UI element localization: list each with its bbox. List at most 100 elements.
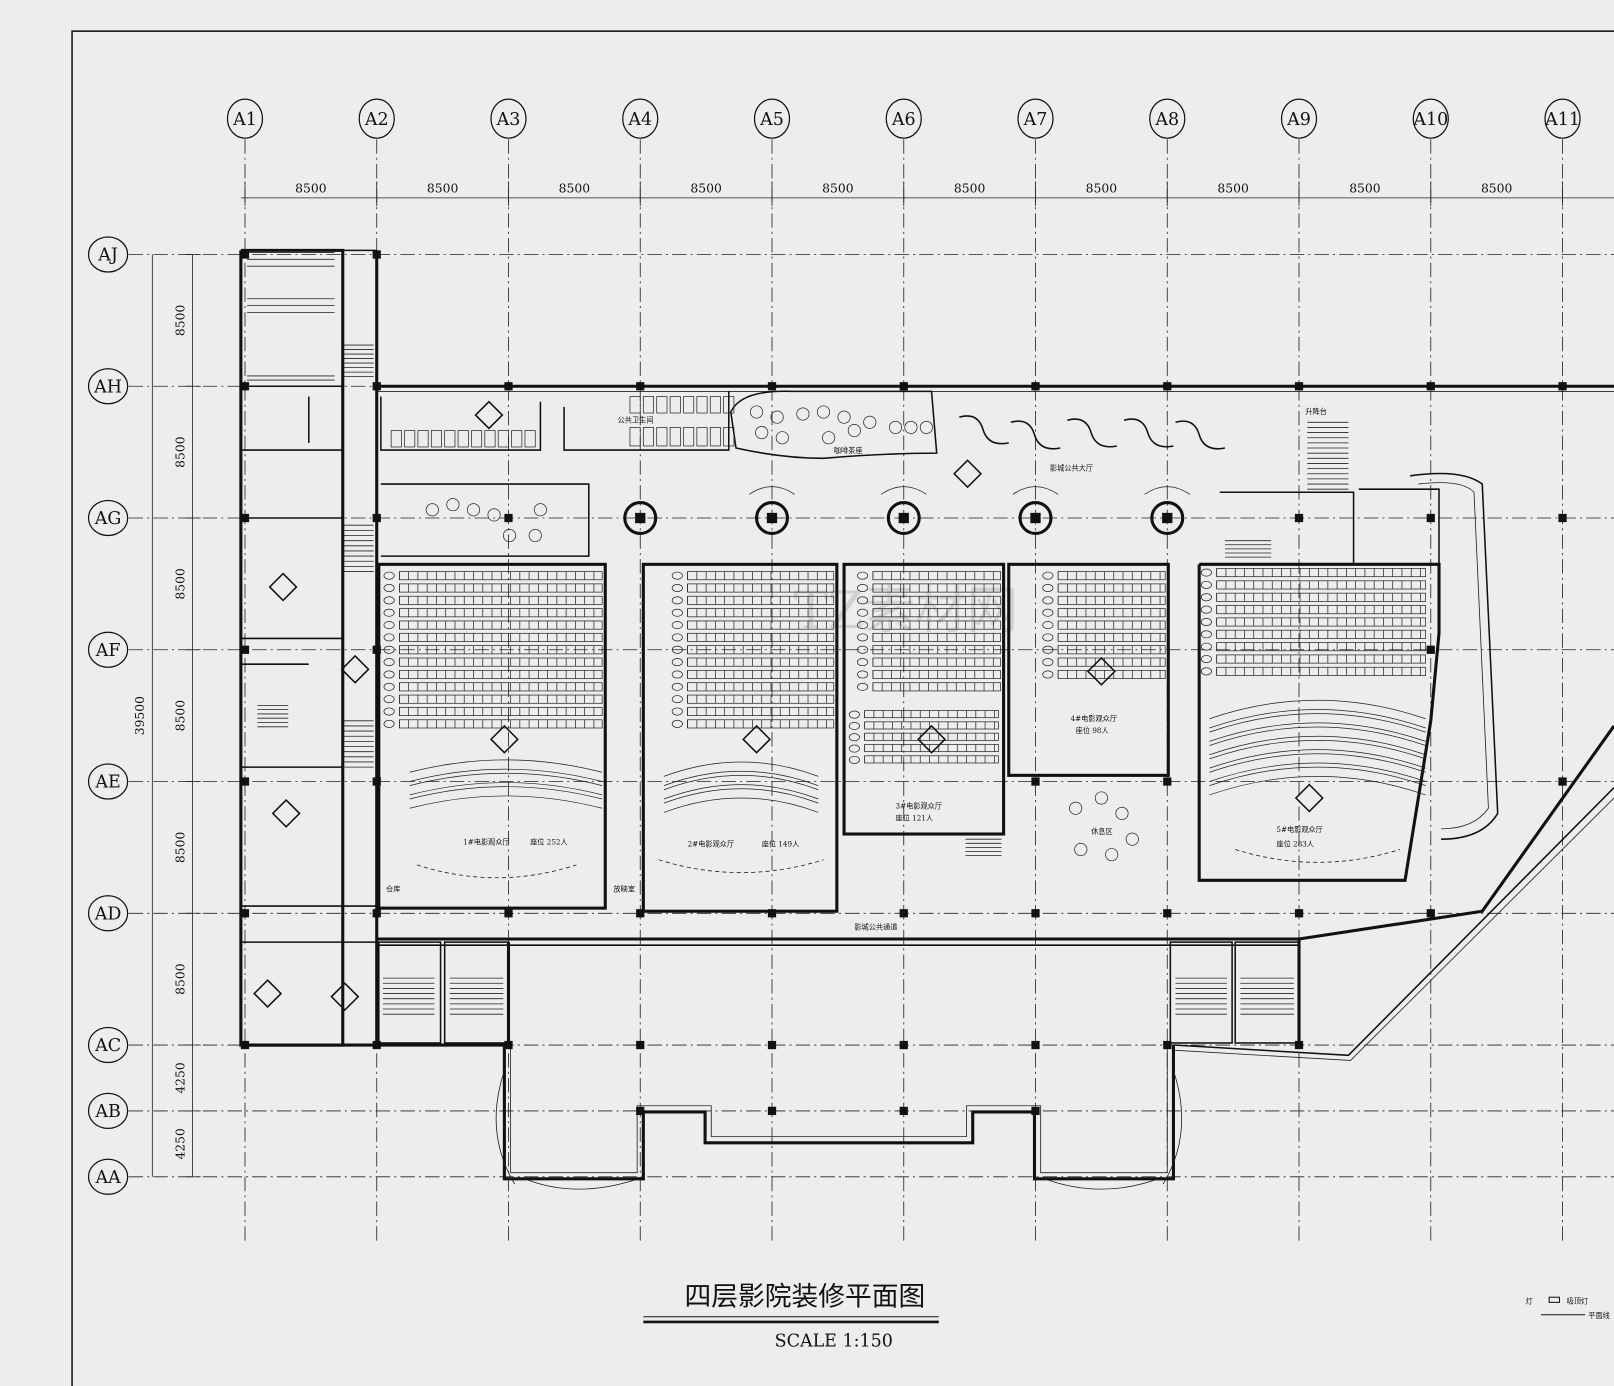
restroom-label: 公共卫生间 — [618, 415, 654, 424]
seat-row — [1216, 568, 1426, 578]
curved-seat-row — [409, 795, 603, 809]
structural-column — [504, 513, 513, 523]
axis-bubble-A9 — [1280, 98, 1318, 139]
drawing-title: 四层影院装修平面图 — [685, 1281, 926, 1312]
row-number-marker — [383, 633, 395, 642]
row-number-marker — [1200, 580, 1212, 589]
axis-label-AG: AG — [94, 509, 122, 529]
seat-row — [399, 669, 603, 679]
lounge-chair — [904, 420, 918, 434]
axis-label-AF: AF — [95, 641, 121, 661]
lounge-chair — [1074, 842, 1088, 856]
row-dim: 8500 — [173, 963, 187, 995]
seat-row — [687, 682, 835, 692]
toilet-stall — [390, 430, 402, 448]
structural-column — [372, 777, 381, 786]
seat-row — [872, 571, 1001, 581]
curved-seat-row — [1209, 722, 1426, 742]
structural-column — [636, 1106, 645, 1116]
row-number-marker — [671, 645, 683, 654]
axis-bubble-AD — [87, 895, 129, 932]
projection-label: 放映室 — [613, 885, 635, 894]
row-number-marker — [671, 608, 683, 617]
structural-column — [1558, 513, 1567, 523]
axis-bubble-A11 — [1544, 98, 1581, 139]
hall-5-seats: 座位 283人 — [1276, 839, 1314, 848]
structural-column — [767, 1040, 777, 1050]
curved-seat-row — [409, 772, 603, 786]
toilet-stall — [484, 430, 496, 448]
seat-row — [399, 682, 603, 692]
screen-line — [658, 859, 824, 874]
lounge-chair — [1115, 806, 1129, 820]
lift-label: 升降台 — [1305, 407, 1327, 416]
row-number-marker — [1042, 658, 1054, 667]
seat-row — [399, 583, 603, 593]
round-column — [755, 501, 789, 535]
axis-label-AB: AB — [94, 1102, 120, 1122]
axis-bubble-A4 — [622, 98, 659, 139]
curved-seat-row — [1209, 740, 1426, 760]
lounge-chair — [919, 420, 933, 434]
axis-bubble-AC — [87, 1026, 129, 1064]
structural-column — [1426, 513, 1435, 523]
ceiling-light-icon — [474, 400, 504, 430]
row-number-marker — [671, 695, 683, 704]
axis-label-A5: A5 — [759, 110, 784, 130]
structural-column — [899, 1040, 908, 1050]
structural-column — [1558, 382, 1567, 391]
row-number-marker — [857, 658, 869, 667]
row-number-marker — [848, 721, 860, 730]
axis-bubble-A3 — [490, 98, 527, 139]
toilet-stall — [430, 430, 442, 448]
structural-column — [1163, 909, 1172, 918]
toilet-stall — [656, 427, 668, 447]
row-number-marker — [671, 584, 683, 592]
lounge-chair — [1105, 848, 1119, 862]
axis-label-A11: A11 — [1544, 110, 1580, 130]
ceiling-light-icon — [1086, 656, 1116, 686]
axis-bubble-A1 — [226, 98, 264, 139]
structural-column — [240, 645, 250, 654]
axis-grid: A18500A28500A38500A48500A58500A68500A785… — [87, 98, 1614, 1241]
curved-seat-row — [1209, 709, 1426, 729]
row-number-marker — [671, 633, 683, 642]
seat-row — [1216, 666, 1426, 676]
toilet-stall — [404, 430, 416, 448]
structural-column — [899, 382, 908, 391]
round-column — [886, 501, 921, 535]
structural-column — [1426, 382, 1435, 391]
axis-label-A8: A8 — [1154, 110, 1179, 130]
curved-seat-row — [409, 782, 603, 796]
lounge-chair — [816, 405, 831, 419]
axis-bubble-A10 — [1412, 98, 1449, 139]
axis-label-AA: AA — [94, 1168, 121, 1188]
axis-bubble-AA — [87, 1158, 129, 1195]
column-dim: 8500 — [954, 182, 986, 196]
round-column — [623, 501, 658, 535]
seat-row — [872, 669, 1001, 679]
structural-column — [899, 909, 908, 918]
legend-item-1: 吸顶灯 — [1567, 1296, 1589, 1305]
row-number-marker — [383, 596, 395, 605]
toilet-stall — [723, 427, 735, 447]
structural-column — [1426, 645, 1435, 654]
structural-column — [1031, 382, 1040, 391]
lounge-chair — [446, 498, 460, 512]
round-column-core — [635, 512, 646, 524]
structural-column — [1031, 1040, 1040, 1050]
seat-row — [1057, 583, 1166, 593]
seat-row — [1216, 629, 1426, 639]
row-number-marker — [671, 670, 683, 679]
row-number-marker — [857, 670, 869, 679]
seat-row — [1216, 605, 1426, 615]
toilet-stall — [669, 427, 681, 447]
toilet-stall — [669, 396, 681, 414]
structural-column — [372, 382, 381, 391]
row-dim: 8500 — [173, 568, 187, 600]
axis-label-A2: A2 — [364, 110, 389, 130]
axis-bubble-A7 — [1017, 98, 1054, 139]
seat-row — [864, 710, 999, 719]
axis-label-AE: AE — [94, 773, 120, 793]
column-dim: 8500 — [559, 182, 591, 196]
